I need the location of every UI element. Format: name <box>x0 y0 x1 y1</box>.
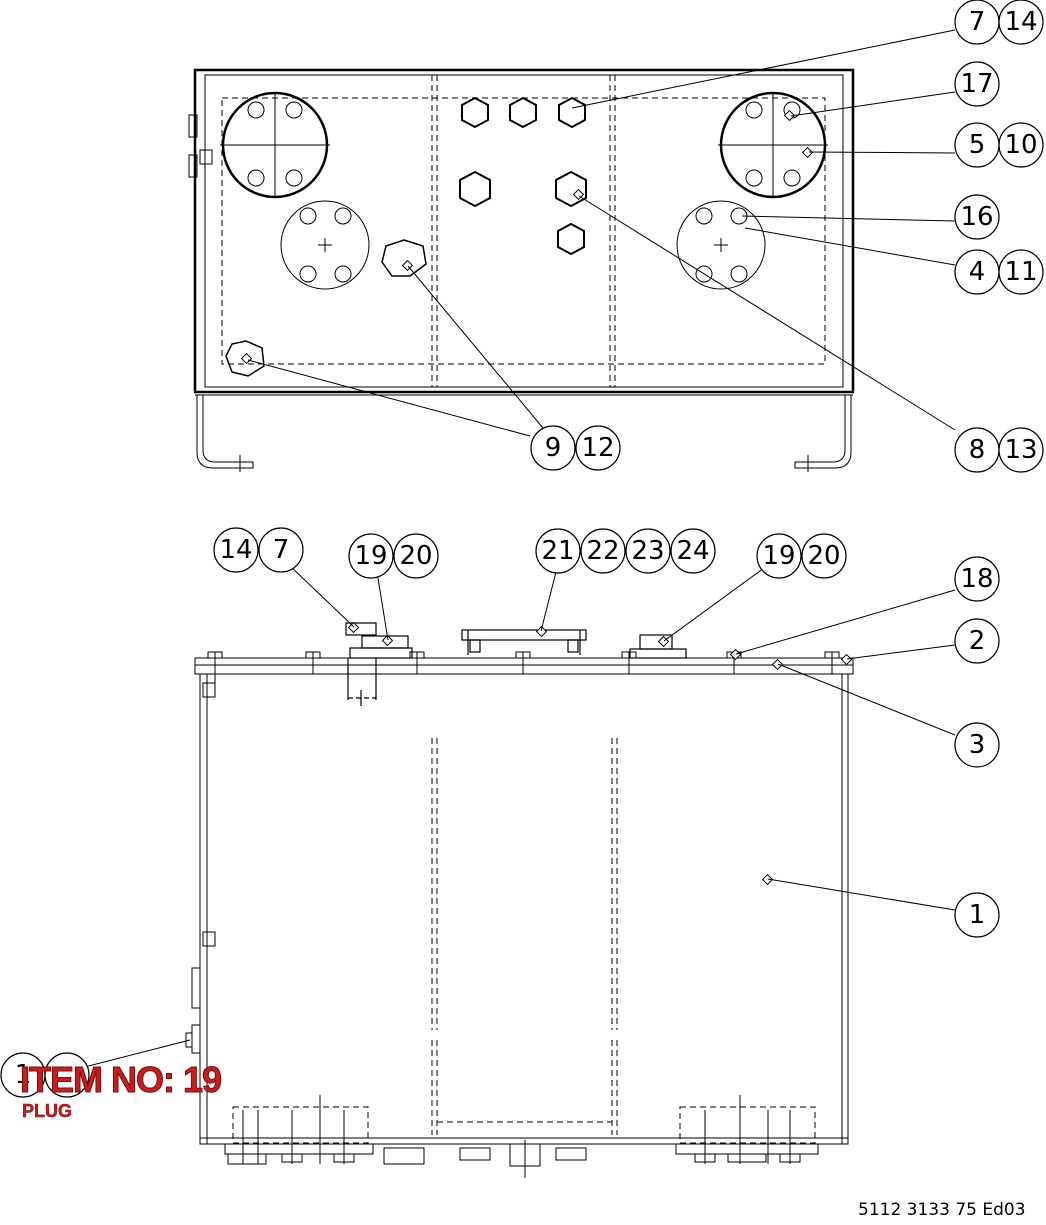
flange-mid-right <box>676 200 766 290</box>
flange-top-left <box>220 91 330 199</box>
svg-text:20: 20 <box>807 541 840 571</box>
svg-text:9: 9 <box>545 433 562 463</box>
balloon-7-front: 7 <box>258 527 304 573</box>
front-view <box>64 565 956 1178</box>
svg-text:19: 19 <box>762 541 795 571</box>
svg-text:16: 16 <box>960 202 993 232</box>
balloon-21: 21 <box>535 528 581 574</box>
hex-plugs <box>225 96 587 377</box>
svg-text:11: 11 <box>1004 257 1037 287</box>
balloon-14-front: 14 <box>213 527 259 573</box>
balloon-17: 17 <box>954 61 1000 107</box>
balloon-left-2 <box>44 1052 90 1098</box>
balloon-8: 8 <box>954 427 1000 473</box>
balloon-22: 22 <box>580 528 626 574</box>
svg-text:17: 17 <box>960 69 993 99</box>
balloon-1: 1 <box>954 892 1000 938</box>
svg-text:19: 19 <box>354 541 387 571</box>
balloon-14-top: 14 <box>998 0 1044 45</box>
svg-text:24: 24 <box>676 536 709 566</box>
svg-text:18: 18 <box>960 564 993 594</box>
balloon-9-top: 9 <box>530 425 576 471</box>
balloon-3: 3 <box>954 722 1000 768</box>
flange-top-right <box>718 91 828 199</box>
svg-text:7: 7 <box>273 535 290 565</box>
balloon-12: 12 <box>575 425 621 471</box>
tank-body <box>199 673 849 1145</box>
balloon-23: 23 <box>625 528 671 574</box>
balloon-20-right: 20 <box>801 533 847 579</box>
balloon-4: 4 <box>954 249 1000 295</box>
balloon-left-1: 1 <box>0 1052 46 1098</box>
tank-top-outline <box>193 68 855 394</box>
svg-text:13: 13 <box>1004 435 1037 465</box>
svg-text:1: 1 <box>15 1060 32 1090</box>
svg-text:2: 2 <box>969 626 986 656</box>
balloon-13: 13 <box>998 427 1044 473</box>
balloon-24: 24 <box>670 528 716 574</box>
balloon-19-left: 19 <box>348 533 394 579</box>
svg-text:21: 21 <box>541 536 574 566</box>
svg-text:10: 10 <box>1004 130 1037 160</box>
balloon-7-top: 7 <box>954 0 1000 45</box>
svg-text:4: 4 <box>969 257 986 287</box>
balloon-2: 2 <box>954 618 1000 664</box>
balloon-16: 16 <box>954 194 1000 240</box>
svg-text:5: 5 <box>969 130 986 160</box>
svg-text:14: 14 <box>219 535 252 565</box>
balloon-19-right: 19 <box>756 533 802 579</box>
svg-text:8: 8 <box>969 435 986 465</box>
balloon-5: 5 <box>954 122 1000 168</box>
balloon-11: 11 <box>998 249 1044 295</box>
document-number: 5112 3133 75 Ed03 <box>858 1200 1026 1220</box>
svg-text:7: 7 <box>969 7 986 37</box>
balloon-20-left: 20 <box>393 533 439 579</box>
balloon-18: 18 <box>954 556 1000 602</box>
svg-text:3: 3 <box>969 730 986 760</box>
lid-plate <box>194 657 854 675</box>
item-name-label: PLUG <box>22 1101 73 1121</box>
svg-text:20: 20 <box>399 541 432 571</box>
flange-mid-left <box>280 200 370 290</box>
svg-text:22: 22 <box>586 536 619 566</box>
top-view <box>188 29 956 472</box>
item-number-label: ITEM NO: 19 <box>19 1059 222 1100</box>
svg-text:12: 12 <box>581 433 614 463</box>
balloon-10: 10 <box>998 122 1044 168</box>
svg-text:14: 14 <box>1004 7 1037 37</box>
svg-text:23: 23 <box>631 536 664 566</box>
svg-text:1: 1 <box>969 900 986 930</box>
